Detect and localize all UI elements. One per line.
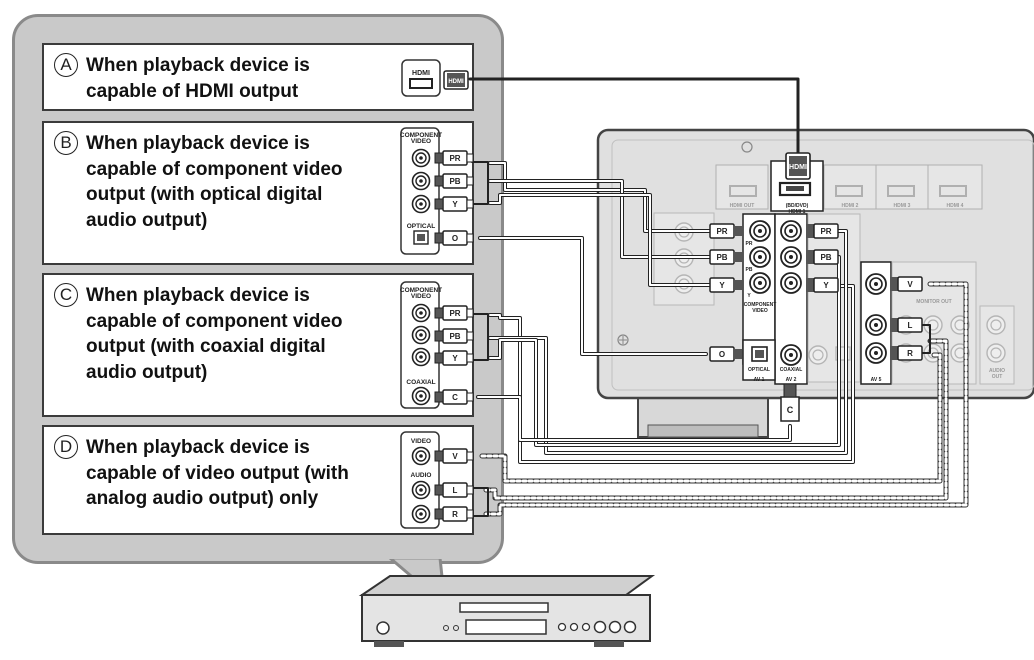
label-hdmi4: HDMI 4 <box>947 203 964 209</box>
dev-plug-c-c: C <box>452 393 458 402</box>
card-description: When playback device is capable of HDMI … <box>86 55 310 102</box>
label-hdmi2: HDMI 2 <box>842 203 859 209</box>
dev-plug-pb-b: PB <box>449 177 460 186</box>
rx-plug-pb: PB <box>716 253 727 262</box>
rx-plug-pr: PR <box>716 227 727 236</box>
plug-hdmi-receiver: HDMI <box>789 164 807 171</box>
label-hdmi1: (BD/DVD)HDMI 1 <box>786 203 809 215</box>
dev-plug-y-c: Y <box>452 354 458 363</box>
label-av5: AV 5 <box>871 377 882 383</box>
rx-plug-pr-2: PR <box>820 227 831 236</box>
plate-video-audio <box>400 431 440 529</box>
receiver-plugs <box>709 223 923 362</box>
dev-plug-pb-c: PB <box>449 332 460 341</box>
label-monitor-out: MONITOR OUT <box>916 299 951 305</box>
label-av2: AV 2 <box>786 377 797 383</box>
card-letter: B <box>54 131 78 155</box>
rx-plug-l: L <box>908 321 913 330</box>
coax-plug-receiver: C <box>780 383 800 422</box>
dev-plug-o-b: O <box>452 234 458 243</box>
device-label-optical: OPTICAL <box>407 223 436 230</box>
dev-plug-v-d: V <box>452 452 458 461</box>
label-av1: AV 1 <box>754 377 765 383</box>
plug-coax-receiver: C <box>787 405 794 415</box>
rx-plug-o: O <box>719 350 725 359</box>
label-rx-y: Y <box>747 293 751 299</box>
label-hdmi3: HDMI 3 <box>894 203 911 209</box>
card-letter: D <box>54 435 78 459</box>
dev-plug-pr-c: PR <box>449 309 460 318</box>
device-label-audio: AUDIO <box>411 472 432 479</box>
device-label-hdmi: HDMI <box>412 70 430 77</box>
dev-plug-y-b: Y <box>452 200 458 209</box>
card-hdmi: A When playback device is capable of HDM… <box>42 43 474 111</box>
label-rx-pr: PR <box>746 241 753 247</box>
card-description: When playback device is capable of compo… <box>86 285 343 383</box>
plate-hdmi <box>401 59 469 97</box>
label-hdmi-out: HDMI OUT <box>730 203 755 209</box>
card-letter: A <box>54 53 78 77</box>
dev-plug-r-d: R <box>452 510 458 519</box>
rx-plug-y: Y <box>719 281 725 290</box>
hdmi-plug-receiver: HDMI <box>785 152 811 180</box>
label-rx-coaxial: COAXIAL <box>780 367 803 373</box>
label-rx-pb: PB <box>746 267 753 273</box>
device-label-coaxial: COAXIAL <box>406 379 435 386</box>
bd-player <box>358 575 656 647</box>
dev-plug-l-d: L <box>453 486 458 495</box>
card-description: When playback device is capable of video… <box>86 437 349 509</box>
card-letter: C <box>54 283 78 307</box>
plate-component-optical <box>400 127 440 255</box>
plate-component-coaxial <box>400 281 440 409</box>
card-description: When playback device is capable of compo… <box>86 133 343 231</box>
rx-plug-v: V <box>907 280 913 289</box>
rx-plug-pb-2: PB <box>820 253 831 262</box>
cables <box>468 77 969 517</box>
plug-hdmi-device: HDMI <box>448 79 464 85</box>
device-label-video: VIDEO <box>411 438 431 445</box>
rx-plug-r: R <box>907 349 913 358</box>
label-rx-optical: OPTICAL <box>748 367 770 373</box>
rx-plug-y-2: Y <box>823 281 829 290</box>
dev-plug-pr-b: PR <box>449 154 460 163</box>
